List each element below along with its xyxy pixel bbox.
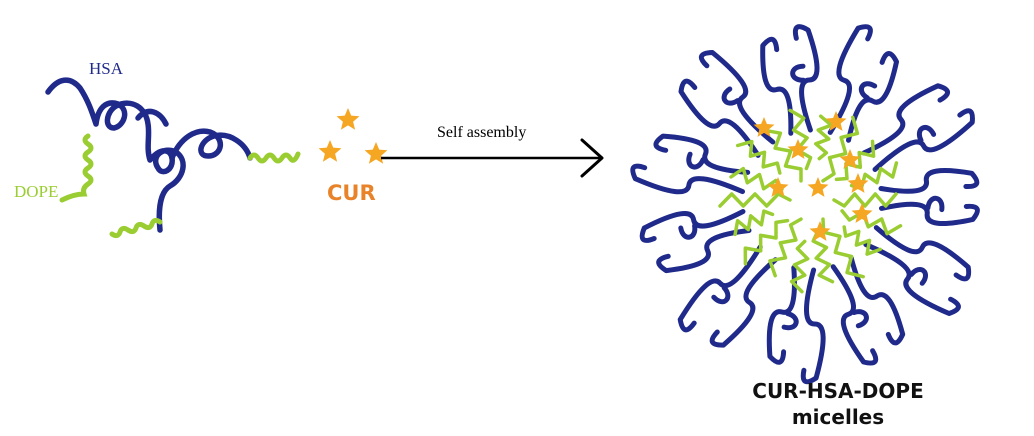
micelle-hsa-loop [711,285,731,305]
cur-star-icon [318,140,342,162]
micelle-dope-chain [733,209,775,237]
micelle-cur-stars [753,111,873,241]
micelle-dope-chain [743,218,790,266]
micelle-hsa-chain [639,209,746,243]
product-label-line1: CUR-HSA-DOPE [752,379,924,403]
self-assembly-label: Self assembly [437,124,527,141]
cur-stars [318,108,388,164]
micelle-hsa-chain [863,242,961,316]
micelle-dope-chain [763,128,803,183]
micelle-hsa-chain [678,78,761,158]
micelle-dope-chain [821,115,860,183]
micelle [630,24,980,385]
micelle-hsa-chain [653,133,751,175]
cur-star-icon [851,203,873,223]
micelle-dope-chain [842,225,882,256]
micelle-hsa-chain [873,225,972,282]
micelle-hsa-loop [858,81,878,101]
cur-star-icon [364,142,388,164]
micelle-hsa-chain [709,257,778,348]
micelle-dope-chain [832,192,898,208]
dope-label: DOPE [14,182,59,201]
micelle-dope-core [718,108,903,294]
product-label-line2: micelles [791,405,885,429]
micelle-hsa-chain [760,36,794,136]
cur-star-icon [787,139,809,159]
micelle-hsa-chain [872,108,975,172]
cur-star-icon [753,117,775,137]
hsa-chain [45,77,253,233]
micelle-hsa-loop [686,151,706,170]
micelle-dope-chain [735,139,782,175]
dope-tails [59,133,301,239]
micelle-hsa-loop [908,267,928,286]
micelle-hsa-chain [698,50,776,145]
micelle-dope-chain [840,209,903,236]
cur-star-icon [825,111,847,131]
micelle-dope-chain [718,192,792,208]
micelle-dope-chain [789,239,810,294]
micelle-hsa-chain [879,201,980,226]
micelle-hsa-chain [878,168,980,194]
micelle-hsa-loop [917,125,937,143]
micelle-hsa-chain [630,163,745,195]
micelle-hsa-chain [677,244,763,333]
micelle-dope-chain [814,114,834,161]
hsa-label: HSA [89,59,124,78]
micelle-hsa-chain [827,24,873,135]
micelle-hsa-chain [861,83,950,156]
micelle-hsa-loop [925,195,945,213]
micelle-dope-chain [811,229,835,284]
micelle-hsa-chain [830,264,879,366]
cur-star-icon [809,221,831,241]
micelle-hsa-loop [721,86,741,106]
cur-star-icon [767,177,789,197]
micelle-hsa-loop [678,223,698,240]
cur-star-icon [336,108,360,130]
micelle-dope-chain [729,166,784,191]
cur-star-icon [847,173,869,193]
micelle-hsa-chain [792,24,820,133]
self-assembly-arrow [381,138,604,178]
micelle-hsa-loop [851,309,869,329]
micelle-hsa-chain [846,51,899,143]
micelle-dope-chain [768,217,803,278]
micelle-hsa-loop [781,311,799,331]
micelle-hsa-chain [656,228,752,274]
product-label: CUR-HSA-DOPE micelles [720,378,956,430]
cur-star-icon [807,177,829,197]
cur-label: CUR [327,181,376,205]
micelle-hsa-loop [790,63,806,83]
micelle-hsa-shell [630,24,980,385]
micelle-hsa-chain [848,255,906,346]
micelle-hsa-chain [800,267,826,385]
micelle-dope-chain [788,108,813,171]
micelle-dope-chain [834,139,876,182]
micelle-hsa-chain [766,265,797,365]
cur-star-icon [839,149,861,169]
